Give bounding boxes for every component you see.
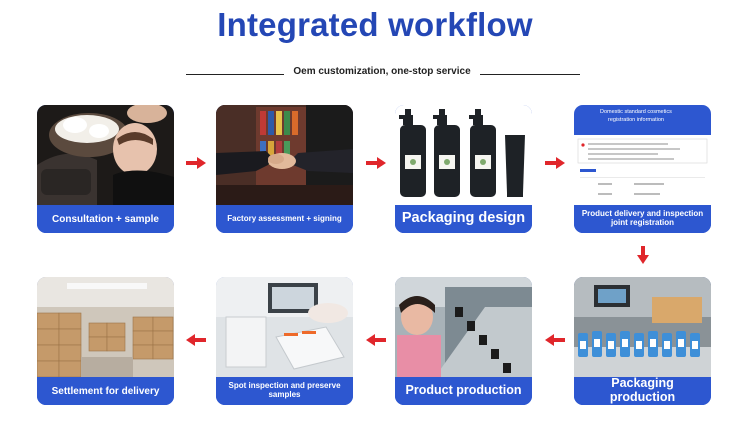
step-card-packaging-design: Packaging design bbox=[395, 105, 532, 233]
red-arrow-icon bbox=[186, 334, 206, 346]
step-card-consultation: Consultation + sample bbox=[37, 105, 174, 233]
step-label-consultation: Consultation + sample bbox=[37, 205, 174, 233]
subtitle-divider-right bbox=[480, 74, 580, 75]
step-label-packaging-production: Packaging production bbox=[574, 376, 711, 405]
red-arrow-icon bbox=[366, 334, 386, 346]
consultation-photo bbox=[37, 105, 174, 205]
doc-header-line2: registration information bbox=[608, 117, 664, 123]
step-label-packaging-design: Packaging design bbox=[395, 205, 532, 233]
handshake-photo bbox=[216, 105, 353, 205]
step-card-packaging-production: Packaging production bbox=[574, 277, 711, 405]
step-card-spot-inspection: Spot inspection and preserve samples bbox=[216, 277, 353, 405]
page-subtitle: Oem customization, one-stop service bbox=[293, 66, 471, 77]
doc-header-line1: Domestic standard cosmetics bbox=[600, 109, 672, 115]
step-card-registration: Domestic standard cosmetics registration… bbox=[574, 105, 711, 233]
packaging-design-photo bbox=[395, 105, 532, 205]
step-label-registration: Product delivery and inspection joint re… bbox=[574, 205, 711, 233]
step-label-settlement: Settlement for delivery bbox=[37, 377, 174, 405]
subtitle-row: Oem customization, one-stop service bbox=[0, 66, 750, 82]
subtitle-divider-left bbox=[186, 74, 284, 75]
step-card-factory-assessment: Factory assessment + signing bbox=[216, 105, 353, 233]
red-arrow-icon bbox=[366, 157, 386, 169]
packaging-production-photo bbox=[574, 277, 711, 377]
red-arrow-icon bbox=[545, 334, 565, 346]
page-title: Integrated workflow bbox=[217, 6, 533, 43]
product-production-photo bbox=[395, 277, 532, 377]
step-card-product-production: Product production bbox=[395, 277, 532, 405]
registration-document-photo: Domestic standard cosmetics registration… bbox=[574, 105, 711, 205]
spot-inspection-photo bbox=[216, 277, 353, 377]
red-arrow-icon bbox=[637, 246, 649, 264]
red-arrow-icon bbox=[545, 157, 565, 169]
warehouse-photo bbox=[37, 277, 174, 377]
step-card-settlement: Settlement for delivery bbox=[37, 277, 174, 405]
step-label-product-production: Product production bbox=[395, 377, 532, 405]
step-label-spot-inspection: Spot inspection and preserve samples bbox=[216, 377, 353, 405]
step-label-factory-assessment: Factory assessment + signing bbox=[216, 205, 353, 233]
red-arrow-icon bbox=[186, 157, 206, 169]
